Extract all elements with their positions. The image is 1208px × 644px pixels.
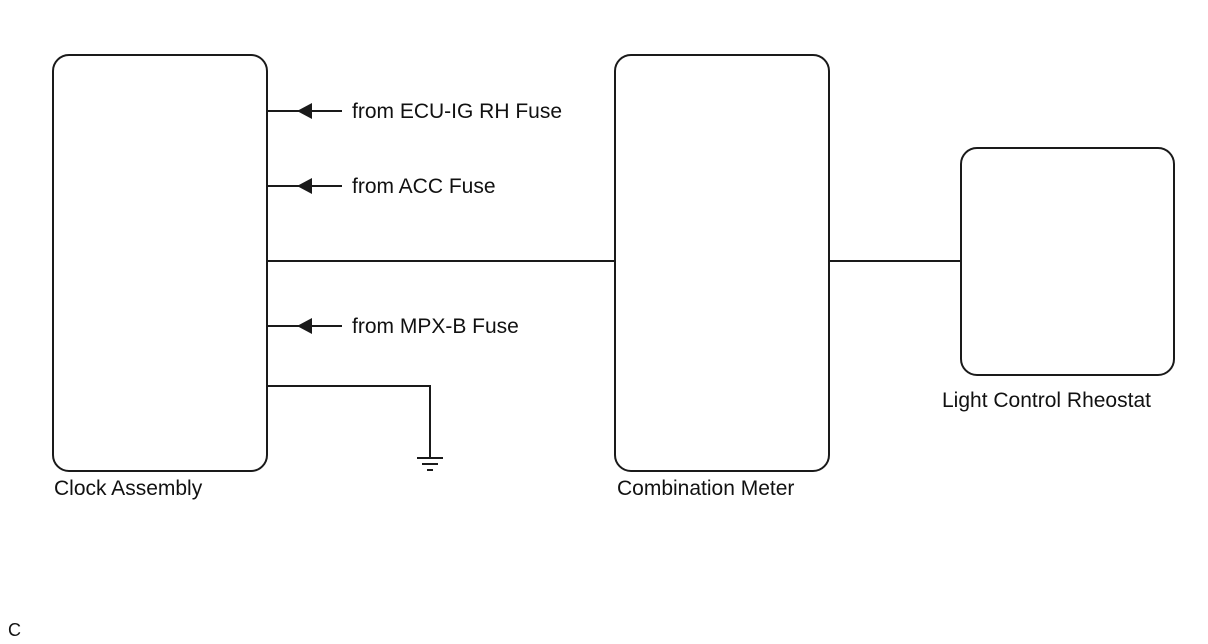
mpx-b-fuse-label: from MPX-B Fuse	[352, 315, 519, 338]
arrow-left-icon	[297, 178, 312, 194]
clock-assembly-box	[52, 54, 268, 472]
light-control-rheostat-label: Light Control Rheostat	[942, 389, 1151, 412]
acc-input-wire	[267, 178, 342, 194]
light-control-rheostat-box	[960, 147, 1175, 376]
mpx-b-input-wire	[267, 318, 342, 334]
combination-meter-label: Combination Meter	[617, 477, 794, 500]
arrow-left-icon	[297, 103, 312, 119]
ground-icon	[417, 457, 443, 471]
ecu-ig-rh-fuse-label: from ECU-IG RH Fuse	[352, 100, 562, 123]
clock-assembly-label: Clock Assembly	[54, 477, 203, 500]
acc-fuse-label: from ACC Fuse	[352, 175, 496, 198]
arrow-left-icon	[297, 318, 312, 334]
figure-code: C	[8, 620, 21, 640]
combination-meter-box	[614, 54, 830, 472]
ground-wire	[267, 385, 431, 458]
ecu-ig-rh-input-wire	[267, 103, 342, 119]
